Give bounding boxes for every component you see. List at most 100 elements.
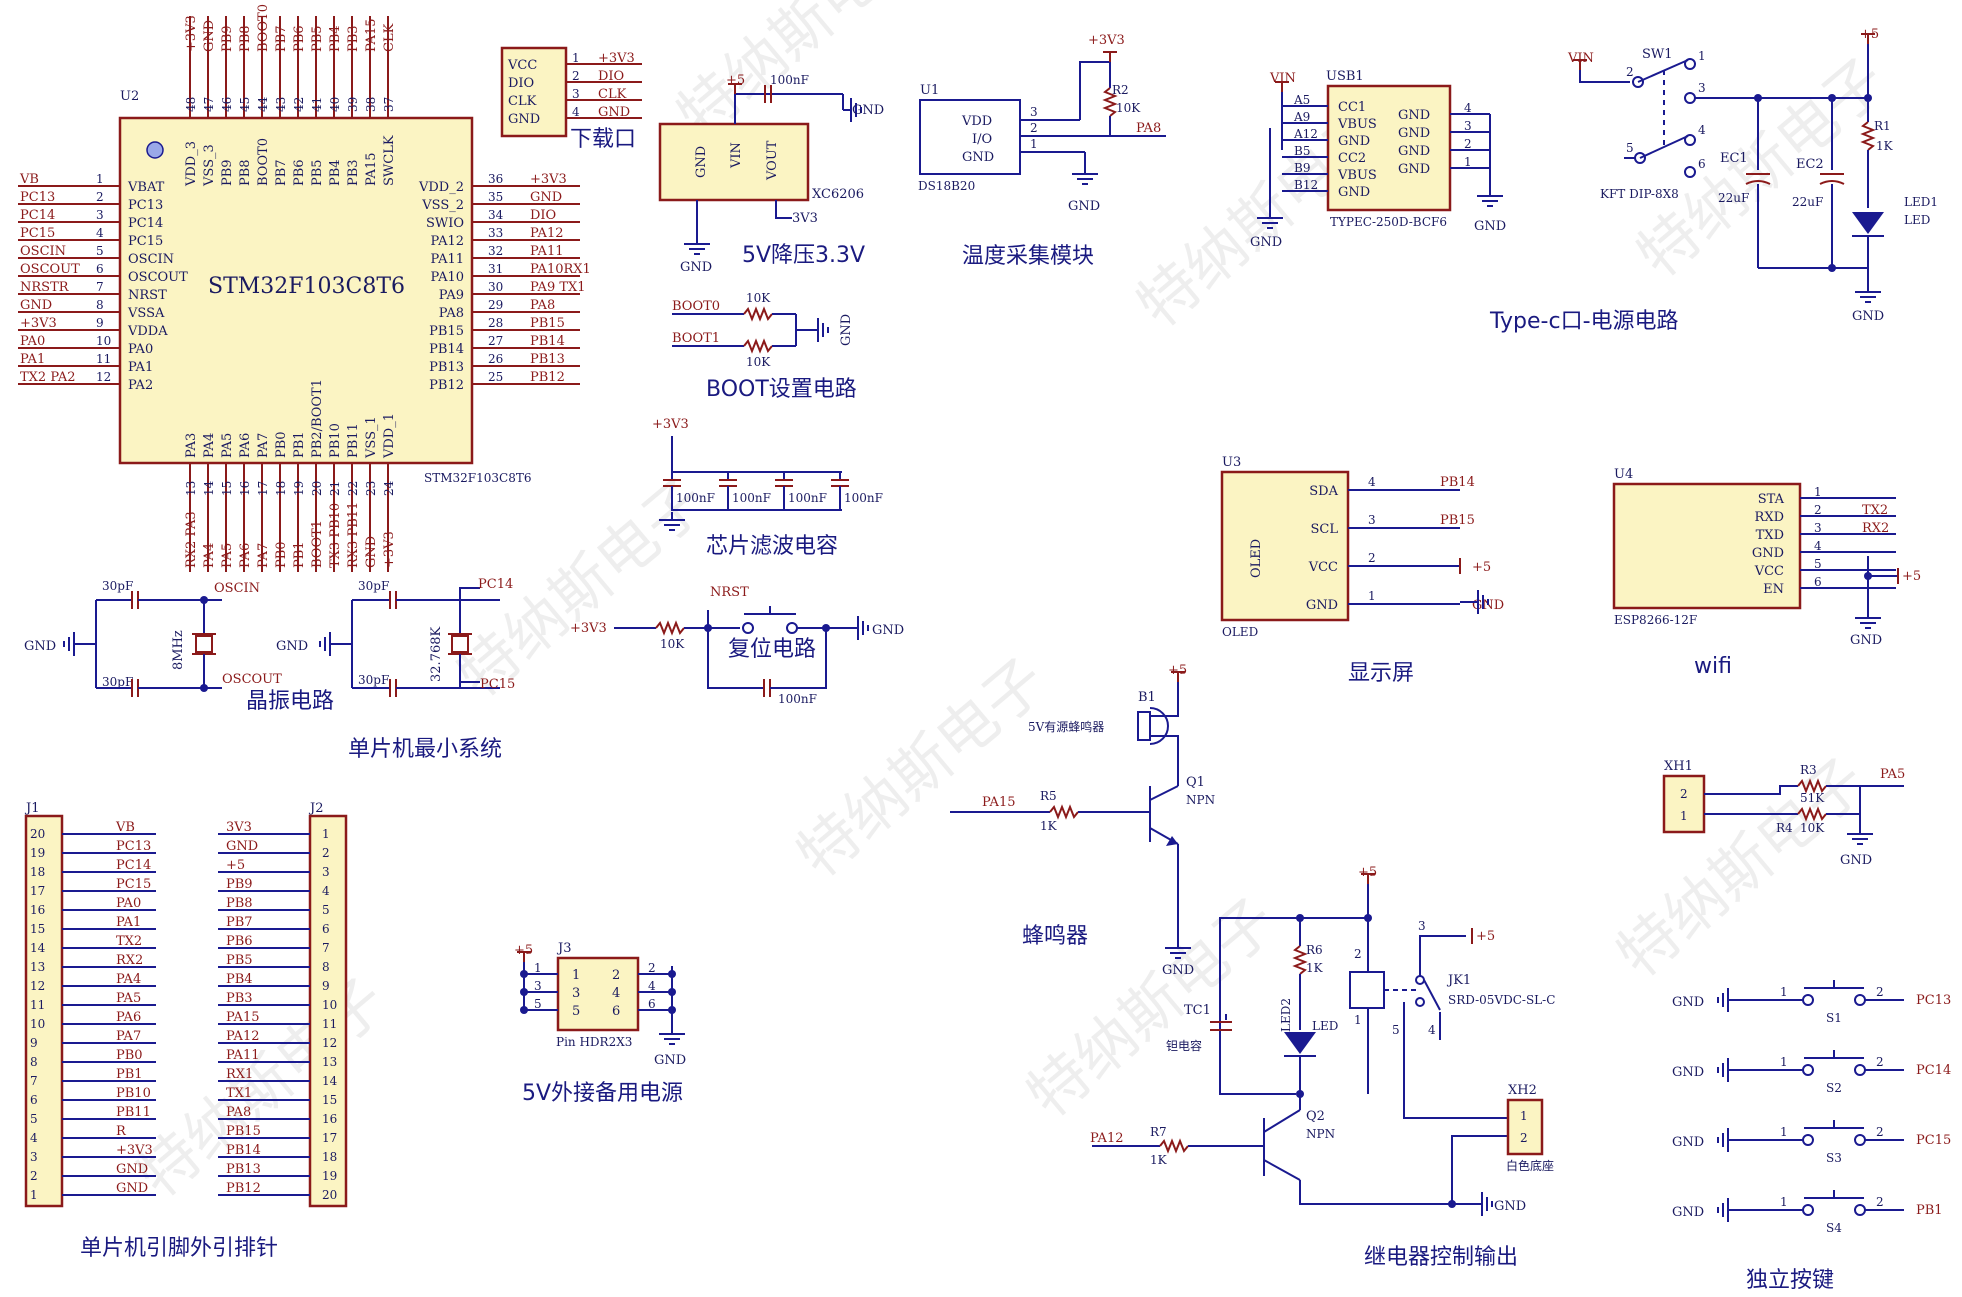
j3-outer-num: 4 bbox=[648, 979, 656, 993]
mcu-right-name: VDD_2 bbox=[418, 180, 464, 195]
mcu-right-num: 29 bbox=[488, 298, 503, 312]
mcu-bottom-name: PA5 bbox=[220, 433, 235, 458]
j1-pin-num: 20 bbox=[30, 827, 45, 841]
j3-outer-num: 5 bbox=[534, 997, 542, 1011]
power-sw-label: SW1 bbox=[1642, 47, 1673, 62]
mcu-right-net: +3V3 bbox=[530, 172, 567, 187]
j3-inner-num: 4 bbox=[612, 986, 620, 1001]
j2-pin-num: 14 bbox=[322, 1074, 338, 1088]
buzzer-part-label: 5V有源蜂鸣器 bbox=[1028, 719, 1104, 734]
mcu-left-num: 7 bbox=[96, 280, 104, 294]
mcu-bottom-name: PB2/BOOT1 bbox=[310, 379, 325, 458]
mcu-left-num: 9 bbox=[96, 316, 104, 330]
relay-relay_pins-0-label: 2 bbox=[1354, 947, 1362, 961]
mcu-left-net: PC15 bbox=[20, 226, 55, 241]
j2-pin-net: GND bbox=[226, 839, 258, 854]
mcu-bottom-name: PA6 bbox=[238, 433, 253, 458]
oled-pin-net: PB15 bbox=[1440, 513, 1475, 528]
mcu-top-num: 46 bbox=[220, 97, 234, 112]
mcu-bottom-net: RX2 PA3 bbox=[184, 511, 199, 568]
power-led-label: LED1 bbox=[1904, 195, 1938, 209]
mcu-left-num: 12 bbox=[96, 370, 111, 384]
reset-net-label: NRST bbox=[710, 585, 749, 600]
mcu-top-net: GND bbox=[202, 20, 217, 52]
key-gnd: GND bbox=[1672, 995, 1704, 1010]
sensor-pins-0-label: 2 bbox=[1680, 787, 1688, 801]
j1-pin-net: PB0 bbox=[116, 1048, 143, 1063]
power-ec1_val-label: 22uF bbox=[1718, 191, 1749, 205]
usb-left-name: GND bbox=[1338, 134, 1370, 149]
mcu-left-num: 11 bbox=[96, 352, 111, 366]
mcu-left-num: 1 bbox=[96, 172, 104, 186]
mcu-left-net: TX2 PA2 bbox=[20, 370, 76, 385]
mcu-top-num: 42 bbox=[292, 97, 306, 112]
ldo-in_net-label: +5 bbox=[726, 73, 745, 88]
mcu-bottom-name: PB1 bbox=[292, 431, 307, 458]
j3-outer-num: 6 bbox=[648, 997, 656, 1011]
key-contact bbox=[1802, 994, 1814, 1006]
mcu-bottom-num: 23 bbox=[364, 481, 378, 496]
relay-label-label: 继电器控制输出 bbox=[1364, 1245, 1518, 1270]
oled-pin-net: GND bbox=[1472, 598, 1504, 613]
j2-pin-net: TX1 bbox=[226, 1086, 252, 1101]
j2-pin-num: 19 bbox=[322, 1169, 337, 1183]
mcu-top-net: PA15 bbox=[364, 19, 379, 52]
oled-part-label: OLED bbox=[1222, 625, 1258, 639]
crystal-label-label: 晶振电路 bbox=[246, 689, 334, 714]
j3-inner-num: 6 bbox=[612, 1004, 620, 1019]
mcu-right-name: PA8 bbox=[439, 306, 464, 321]
relay-jk_part-label: SRD-05VDC-SL-C bbox=[1448, 993, 1555, 1007]
key-ref: S3 bbox=[1826, 1151, 1842, 1165]
mcu-bottom-num: 18 bbox=[274, 481, 288, 496]
ds18b20-block: U1 VDD I/O GND DS18B20 3 2 1 +3V3 R210K … bbox=[918, 33, 1166, 269]
mcu-right-num: 32 bbox=[488, 244, 503, 258]
power-nums-5-label: 6 bbox=[1698, 157, 1706, 171]
j2-pin-num: 8 bbox=[322, 960, 330, 974]
oled-pin-name: VCC bbox=[1308, 560, 1338, 575]
mcu-bottom-net: GND bbox=[364, 536, 379, 568]
ds18b20-res_val-label: 10K bbox=[1116, 101, 1141, 115]
j1-pin-num: 9 bbox=[30, 1036, 38, 1050]
ds18b20-nums-0-label: 3 bbox=[1030, 105, 1038, 119]
relay-led-label: LED2 bbox=[1279, 998, 1293, 1032]
wifi-pin-name: STA bbox=[1758, 492, 1785, 507]
boot-label-label: BOOT设置电路 bbox=[706, 377, 857, 402]
buzzer-supply-label: +5 bbox=[1168, 663, 1187, 678]
mcu-footer: STM32F103C8T6 bbox=[424, 471, 531, 485]
download-label: 下载口 bbox=[570, 127, 636, 152]
usb-ref-label: USB1 bbox=[1326, 69, 1364, 84]
download-pin-net: +3V3 bbox=[598, 51, 635, 66]
ds18b20-ref-label: U1 bbox=[920, 83, 939, 98]
key-net: PC13 bbox=[1916, 993, 1951, 1008]
mcu-top-name: PB4 bbox=[328, 159, 343, 186]
mcu-right-name: PB14 bbox=[429, 342, 464, 357]
rtc-c1-label: 30pF bbox=[358, 579, 389, 593]
j1-pin-net: GND bbox=[116, 1181, 148, 1196]
ext_power-ref-label: J3 bbox=[556, 941, 571, 956]
key-contact bbox=[1854, 1134, 1866, 1146]
j2-pin-net: PA8 bbox=[226, 1105, 251, 1120]
header-label: 单片机引脚外引排针 bbox=[80, 1236, 278, 1261]
j3-inner-num: 3 bbox=[572, 986, 580, 1001]
mcu-bottom-name: VDD_1 bbox=[382, 413, 397, 459]
rtc-pc15-label: PC15 bbox=[480, 677, 515, 692]
download-pin-net: DIO bbox=[598, 69, 624, 84]
mcu-top-net: CLK bbox=[382, 23, 397, 52]
power-ec2-label: EC2 bbox=[1796, 157, 1824, 172]
j2-pin-net: PB6 bbox=[226, 934, 253, 949]
sensor-r3_val-label: 51K bbox=[1800, 791, 1825, 805]
filter-cap-value: 100nF bbox=[732, 491, 771, 505]
j2-pin-net: PB4 bbox=[226, 972, 253, 987]
key-contact bbox=[1854, 994, 1866, 1006]
mcu-bottom-num: 19 bbox=[292, 481, 306, 496]
oled-pin-num: 1 bbox=[1368, 589, 1376, 603]
mcu-bottom-num: 13 bbox=[184, 481, 198, 496]
j2-pin-num: 2 bbox=[322, 846, 330, 860]
relay-led_part-label: LED bbox=[1312, 1019, 1338, 1033]
mcu-left-name: PA1 bbox=[128, 360, 153, 375]
oled-pin-name: GND bbox=[1306, 598, 1338, 613]
